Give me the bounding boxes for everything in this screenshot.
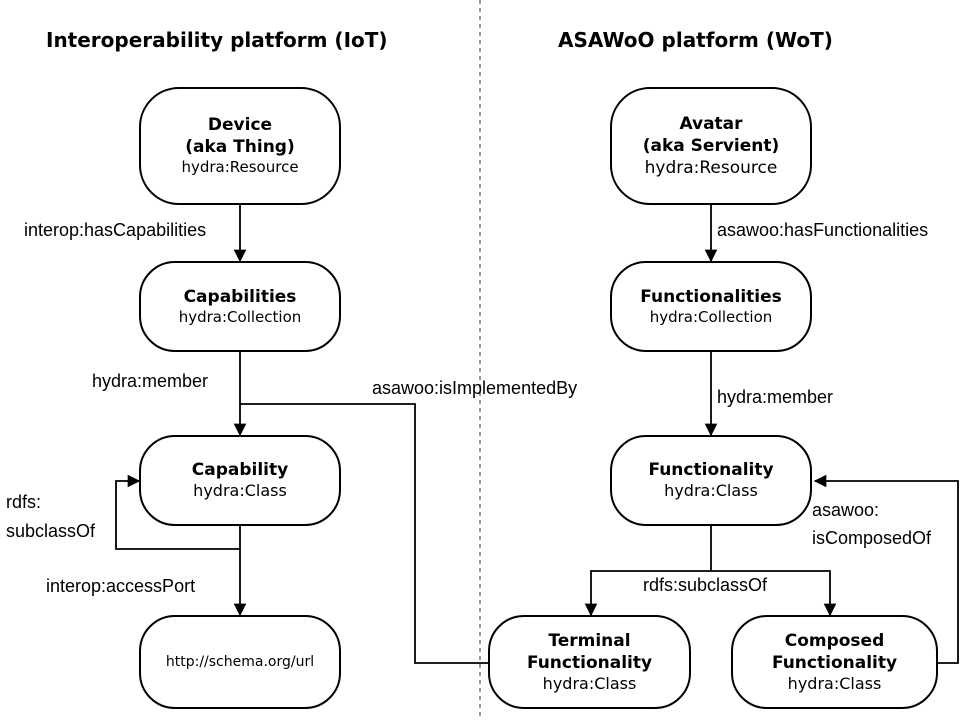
node-functionalities: Functionalities hydra:Collection	[610, 261, 812, 352]
node-terminal-functionality: Terminal Functionality hydra:Class	[488, 615, 691, 709]
edge-subclass-composed	[711, 570, 837, 617]
title-right: ASAWoO platform (WoT)	[558, 28, 833, 52]
node-terminal-type: hydra:Class	[542, 673, 637, 693]
node-capability-title: Capability	[191, 460, 289, 481]
node-functionality-title: Functionality	[648, 460, 774, 481]
node-schema-url: http://schema.org/url	[139, 615, 341, 709]
label-access-port: interop:accessPort	[46, 576, 196, 596]
node-functionality-type: hydra:Class	[664, 481, 758, 501]
node-functionalities-type: hydra:Collection	[649, 307, 773, 326]
edge-is-implemented-by	[240, 403, 488, 664]
node-device-title: Device	[207, 115, 273, 136]
label-hydra-member-left: hydra:member	[92, 371, 209, 391]
label-rdfs-left: rdfs:	[6, 492, 42, 512]
node-device-type: hydra:Resource	[181, 158, 299, 177]
node-capabilities-title: Capabilities	[183, 286, 297, 307]
node-composed-type: hydra:Class	[787, 673, 882, 693]
label-is-implemented-by: asawoo:isImplementedBy	[372, 378, 578, 398]
node-capability-type: hydra:Class	[193, 481, 287, 501]
label-is-composed-of: isComposedOf	[812, 528, 932, 548]
node-functionalities-title: Functionalities	[640, 286, 782, 307]
edge-subclass-terminal	[584, 570, 711, 617]
node-terminal-subtitle: Functionality	[526, 652, 653, 673]
edge-is-composed-of	[813, 474, 959, 664]
node-composed-subtitle: Functionality	[771, 652, 898, 673]
node-composed-functionality: Composed Functionality hydra:Class	[731, 615, 938, 709]
label-rdfs-subclassof-right: rdfs:subclassOf	[643, 575, 768, 595]
label-asawoo-prefix: asawoo:	[812, 500, 880, 520]
node-device: Device (aka Thing) hydra:Resource	[139, 87, 341, 205]
label-has-capabilities: interop:hasCapabilities	[24, 220, 207, 240]
node-avatar: Avatar (aka Servient) hydra:Resource	[610, 87, 812, 205]
node-capability: Capability hydra:Class	[139, 435, 341, 526]
label-hydra-member-right: hydra:member	[717, 387, 834, 407]
node-capabilities-type: hydra:Collection	[178, 307, 302, 326]
node-avatar-title: Avatar	[679, 113, 743, 134]
node-terminal-title: Terminal	[548, 630, 631, 651]
title-left: Interoperability platform (IoT)	[46, 28, 388, 52]
node-capabilities: Capabilities hydra:Collection	[139, 261, 341, 352]
label-has-functionalities: asawoo:hasFunctionalities	[717, 220, 929, 240]
node-device-subtitle: (aka Thing)	[185, 137, 295, 158]
node-composed-title: Composed	[784, 630, 885, 651]
node-functionality: Functionality hydra:Class	[610, 435, 812, 526]
node-avatar-subtitle: (aka Servient)	[642, 135, 780, 156]
node-avatar-type: hydra:Resource	[644, 158, 778, 179]
edge-rdfs-subclassof-left	[115, 474, 241, 550]
node-schema-url-text: http://schema.org/url	[165, 653, 315, 670]
label-subclassof-left: subclassOf	[6, 521, 96, 541]
